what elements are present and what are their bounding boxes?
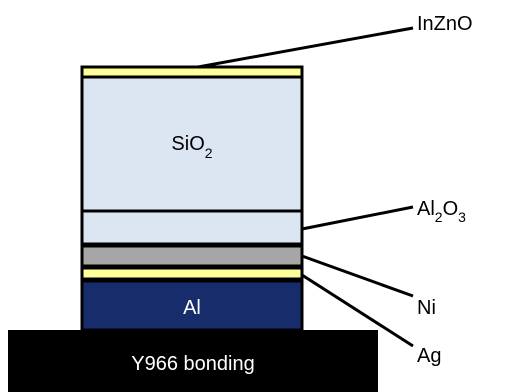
inzno-leader-line: [197, 26, 414, 69]
al2o3-layer: [80, 209, 304, 246]
al-label: Al: [183, 297, 201, 319]
ni-leader-line: [301, 254, 414, 298]
ag-layer: [80, 266, 304, 281]
ag-callout-label: Ag: [417, 345, 441, 367]
substrate-label: Y966 bonding: [131, 353, 254, 375]
al-layer: [80, 279, 304, 332]
ni-layer: [80, 244, 304, 268]
ni-callout-label: Ni: [417, 297, 436, 319]
inzno-callout-label: InZnO: [417, 13, 473, 35]
ag-leader-line: [301, 273, 414, 348]
inzno-layer: [80, 65, 304, 79]
al2o3-leader-line: [301, 205, 414, 231]
substrate-layer: [8, 330, 378, 392]
al2o3-callout-label: Al2O3: [417, 198, 466, 225]
sio2-label: SiO2: [171, 133, 212, 161]
